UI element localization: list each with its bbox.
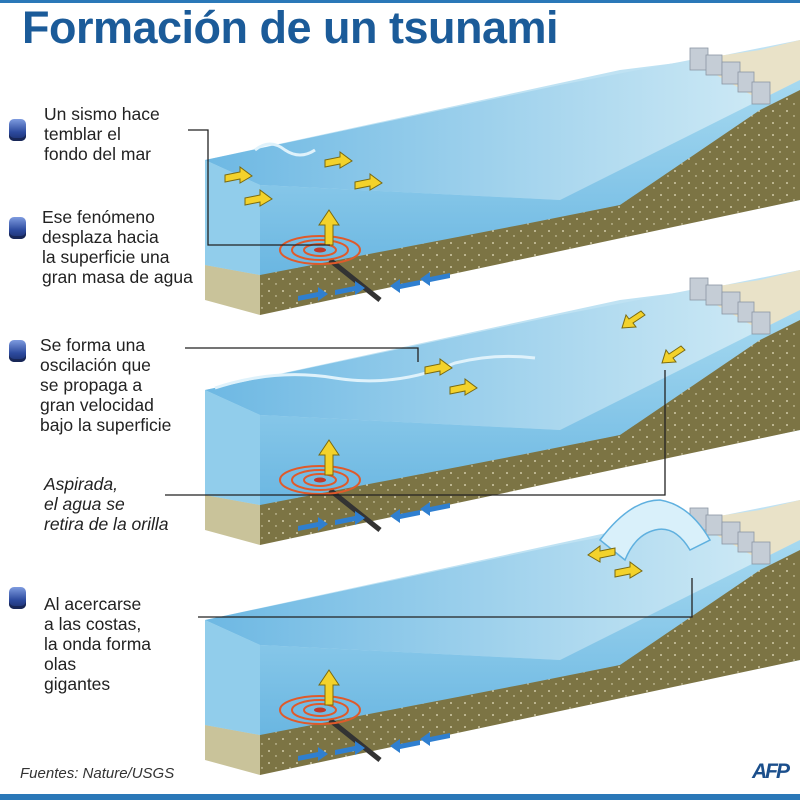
step-2-label: Ese fenómeno desplaza hacia la superfici… <box>42 207 193 287</box>
top-rule <box>0 0 800 3</box>
panel-3-giant-wave <box>205 500 800 775</box>
panel-2-propagation <box>205 270 800 545</box>
leader-lines <box>165 129 693 618</box>
step-1-bullet-icon <box>9 119 26 141</box>
source-credit: Fuentes: Nature/USGS <box>20 765 175 782</box>
step-4-bullet-icon <box>9 587 26 609</box>
step-3-bullet-icon <box>9 340 26 362</box>
wave-arrows <box>424 310 686 396</box>
wave-arrows <box>224 151 383 207</box>
withdrawal-note: Aspirada, el agua se retira de la orilla <box>44 474 169 534</box>
step-1-label: Un sismo hace temblar el fondo del mar <box>44 104 160 164</box>
afp-logo: AFP <box>752 760 790 783</box>
bottom-rule <box>0 794 800 800</box>
step-4-label: Al acercarse a las costas, la onda forma… <box>44 594 152 694</box>
page-title: Formación de un tsunami <box>22 2 559 53</box>
wave-arrows <box>587 545 643 579</box>
step-2-bullet-icon <box>9 217 26 239</box>
step-3-label: Se forma una oscilación que se propaga a… <box>40 335 172 435</box>
panel-1-earthquake <box>205 40 800 315</box>
